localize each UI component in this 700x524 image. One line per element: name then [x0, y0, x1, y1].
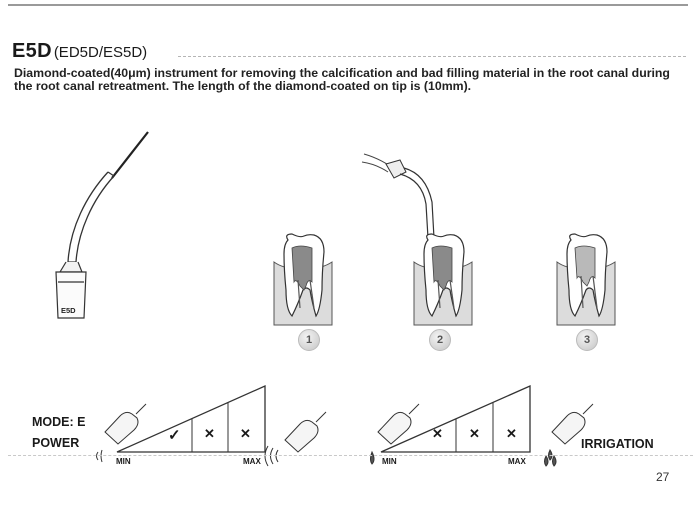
product-variants: (ED5D/ES5D) — [53, 44, 148, 61]
power-cell-1: ✓ — [168, 427, 181, 444]
power-min-label: MIN — [116, 457, 131, 466]
power-label: POWER — [32, 436, 80, 450]
irrigation-max-label: MAX — [508, 457, 526, 466]
bottom-rule — [8, 455, 693, 456]
irrigation-cell-3: ✕ — [506, 426, 517, 441]
title-divider — [178, 56, 686, 57]
instrument-tip-label: E5D — [61, 306, 76, 315]
step-badge-2: 2 — [429, 329, 451, 351]
product-code: E5D — [12, 40, 52, 62]
irrigation-cell-1: ✕ — [432, 426, 443, 441]
irrigation-label: IRRIGATION — [581, 437, 654, 451]
step-badge-3: 3 — [576, 329, 598, 351]
power-cell-2: ✕ — [204, 426, 215, 441]
step-badge-1: 1 — [298, 329, 320, 351]
top-rule — [8, 4, 688, 6]
mode-label: MODE: E — [32, 415, 86, 429]
tooth-illustration-1 — [273, 233, 333, 326]
irrigation-min-label: MIN — [382, 457, 397, 466]
page-number: 27 — [656, 470, 670, 484]
product-title: E5D(ED5D/ES5D) — [12, 40, 147, 63]
product-description: Diamond-coated(40μm) instrument for remo… — [14, 66, 670, 93]
tooth-illustration-2 — [361, 153, 473, 326]
irrigation-cell-2: ✕ — [469, 426, 480, 441]
power-cell-3: ✕ — [240, 426, 251, 441]
tooth-illustration-3 — [556, 233, 616, 326]
power-max-label: MAX — [243, 457, 261, 466]
